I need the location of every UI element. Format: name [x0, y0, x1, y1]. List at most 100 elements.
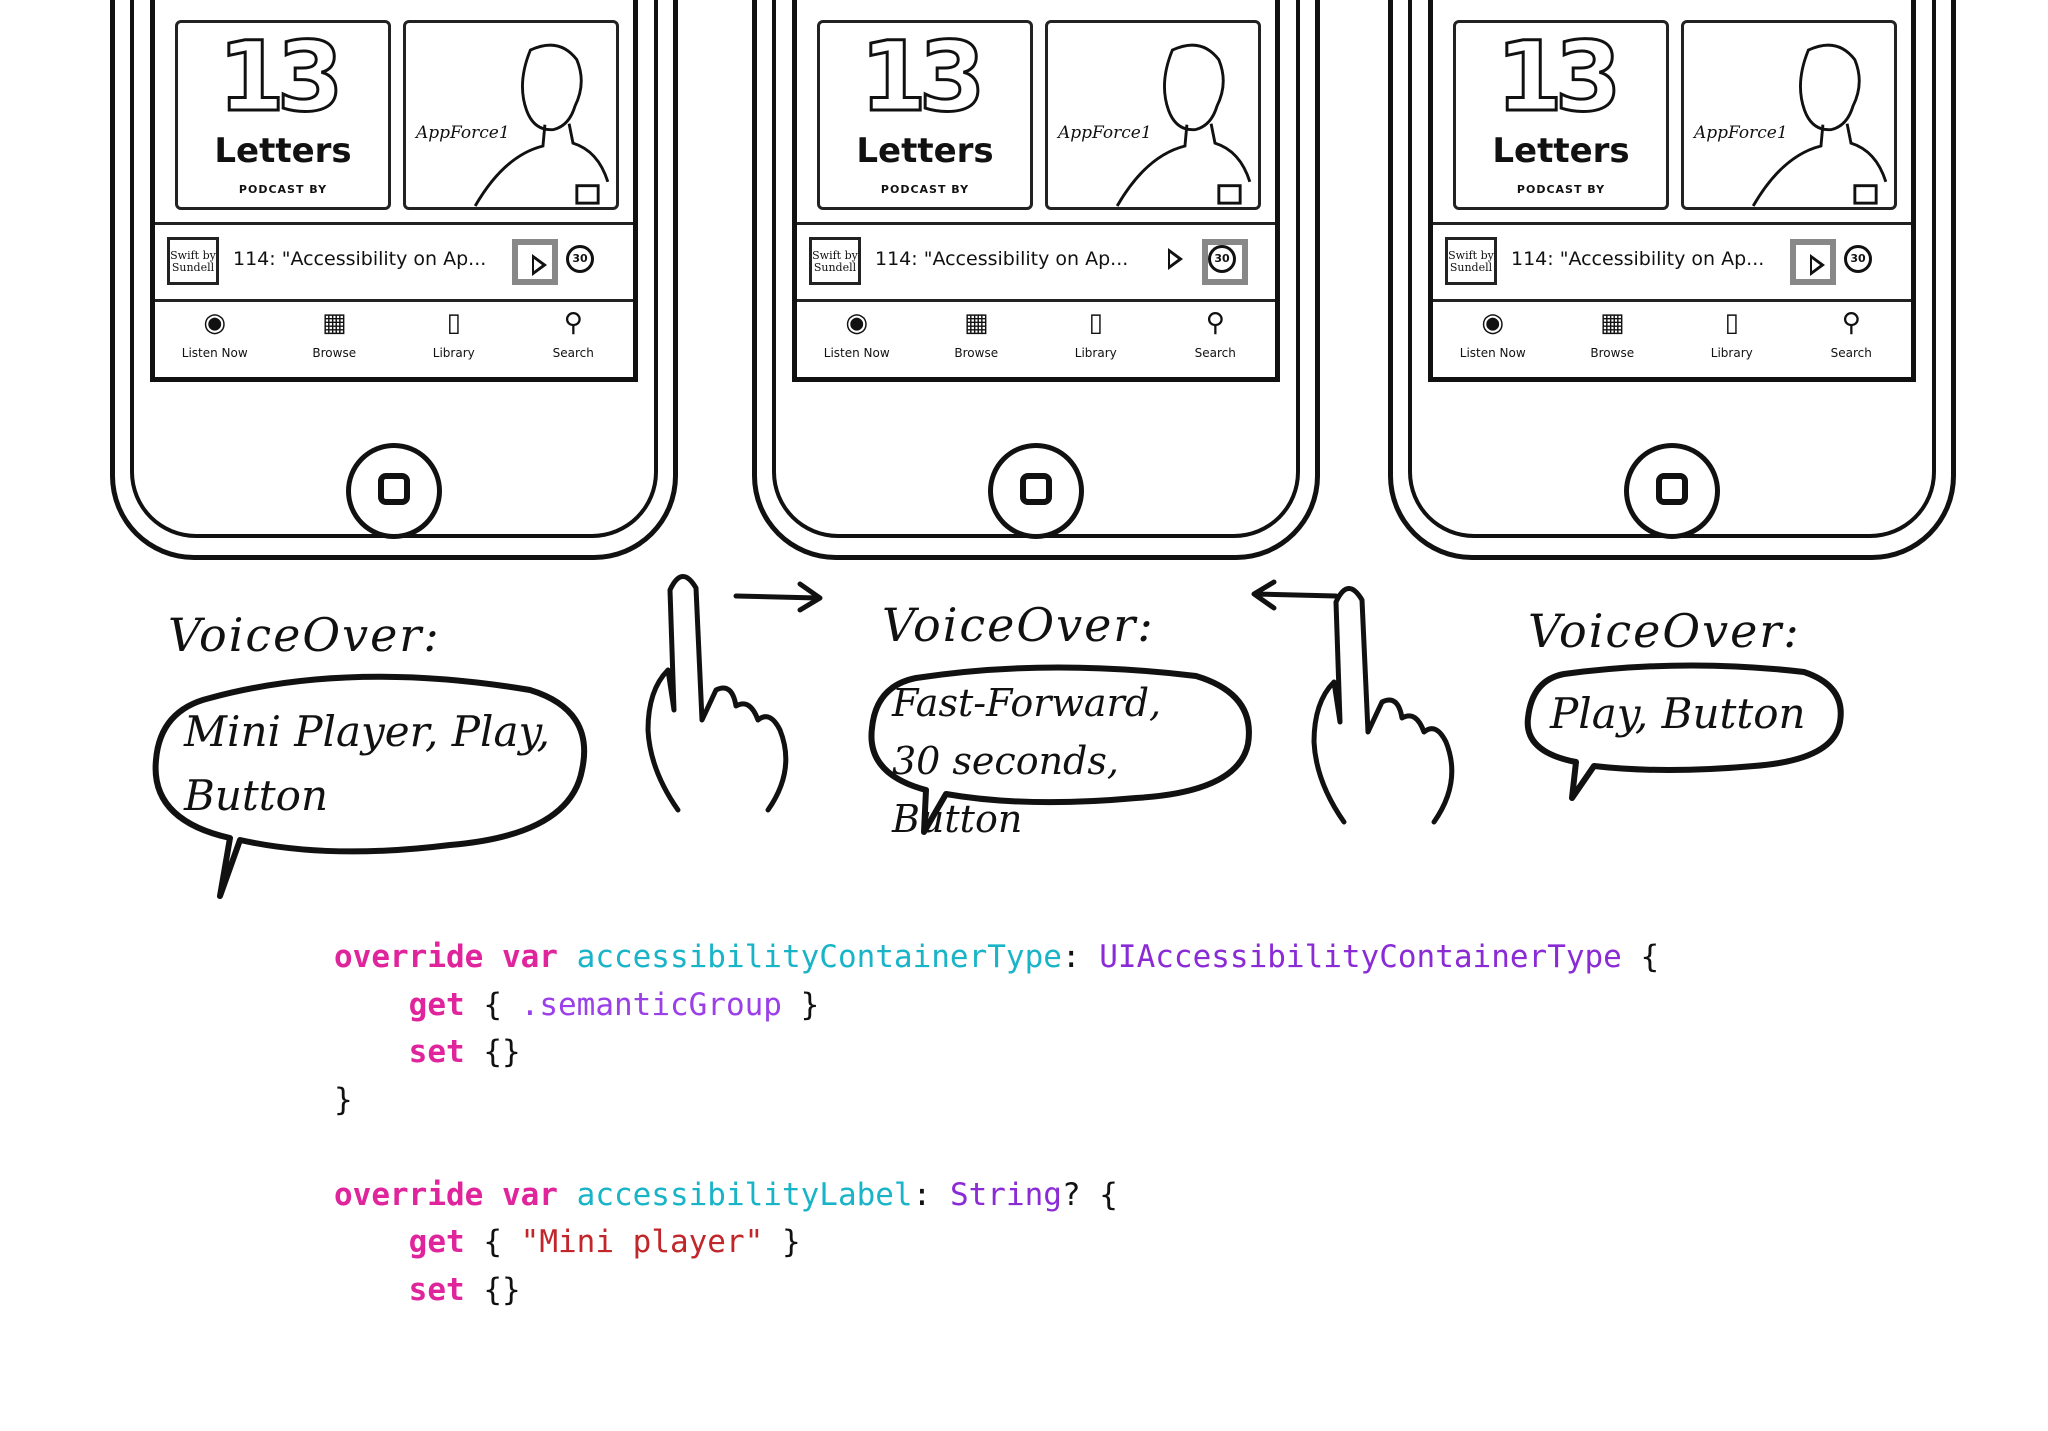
cover-appforce1[interactable]: AppForce1 [1045, 20, 1261, 210]
arrow-right-icon [733, 581, 823, 613]
cover-13-letters[interactable]: 13 Letters PODCAST BY [175, 20, 391, 210]
pointing-hand-icon [645, 574, 789, 813]
code-line: } [334, 1081, 353, 1118]
arrow-left-icon [1251, 579, 1339, 611]
host-portrait-icon [1115, 43, 1252, 207]
fast-forward-button[interactable]: 30 [560, 239, 606, 285]
tab-library[interactable]: ▯Library [1074, 308, 1117, 360]
tab-library[interactable]: ▯Library [1710, 308, 1753, 360]
fast-forward-button[interactable]: 30 [1838, 239, 1884, 285]
mini-player[interactable]: Swift by Sundell 114: "Accessibility on … [1433, 222, 1911, 302]
search-icon: ⚲ [563, 308, 583, 338]
tab-bar: ◉Listen Now ▦Browse ▯Library ⚲Search [155, 302, 633, 370]
code-line: get { .semanticGroup } [408, 986, 820, 1023]
cover-appforce1[interactable]: AppForce1 [1681, 20, 1897, 210]
speech-bubble-outline [152, 673, 588, 899]
cover-13-letters[interactable]: 13 Letters PODCAST BY [817, 20, 1033, 210]
play-button[interactable] [512, 239, 558, 285]
show-brand: AppForce1 [416, 123, 510, 143]
code-line: get { "Mini player" } [408, 1224, 801, 1260]
cover-number: 13 [1495, 21, 1624, 133]
tab-listen-now[interactable]: ◉Listen Now [1459, 308, 1526, 360]
cover-byline: PODCAST BY [1516, 183, 1606, 196]
cover-title: Letters [856, 131, 994, 171]
podcast-tiles: 13 Letters PODCAST BY AppForce1 [817, 20, 1261, 210]
play-button[interactable] [1790, 239, 1836, 285]
cover-title: Letters [1492, 131, 1630, 171]
voiceover-label-3: VoiceOver: [1528, 604, 1801, 658]
cover-number: 13 [859, 21, 988, 133]
library-icon: ▯ [1724, 308, 1739, 338]
speech-bubble-outline [868, 664, 1252, 835]
voiceover-label-1: VoiceOver: [168, 608, 441, 662]
home-button[interactable] [1624, 443, 1720, 539]
mini-player[interactable]: Swift by Sundell 114: "Accessibility on … [155, 222, 633, 302]
speech-bubble-3: Play, Button [1524, 662, 1846, 802]
speech-line: 30 seconds, Button [892, 739, 1119, 841]
speech-bubble-1: Mini Player, Play, Button [150, 670, 590, 900]
fast-forward-30-icon: 30 [1844, 245, 1872, 273]
tab-browse[interactable]: ▦Browse [954, 308, 999, 360]
mini-player[interactable]: Swift by Sundell 114: "Accessibility on … [797, 222, 1275, 302]
code-line: override var accessibilityLabel: String?… [334, 1176, 1118, 1213]
play-circle-icon: ◉ [203, 308, 227, 338]
play-icon [1810, 254, 1825, 276]
tab-listen-now[interactable]: ◉Listen Now [181, 308, 248, 360]
home-button[interactable] [346, 443, 442, 539]
search-icon: ⚲ [1841, 308, 1861, 338]
phone-mockup-2: 13 Letters PODCAST BY AppForce1 Swift by… [752, 0, 1320, 560]
code-line: set {} [408, 1034, 521, 1070]
tab-library[interactable]: ▯Library [432, 308, 475, 360]
tab-bar: ◉Listen Now ▦Browse ▯Library ⚲Search [797, 302, 1275, 370]
cover-number: 13 [217, 21, 346, 133]
show-brand: AppForce1 [1058, 123, 1152, 143]
tab-listen-now[interactable]: ◉Listen Now [823, 308, 890, 360]
cover-appforce1[interactable]: AppForce1 [403, 20, 619, 210]
speech-line: Mini Player, Play, [184, 707, 550, 756]
voiceover-label-2: VoiceOver: [882, 598, 1155, 652]
swipe-left-gesture [1251, 579, 1506, 836]
grid-icon: ▦ [321, 308, 347, 338]
fast-forward-30-icon: 30 [566, 245, 594, 273]
swipe-right-gesture [640, 570, 840, 824]
mini-player-episode-title: 114: "Accessibility on Ap... [875, 248, 1129, 270]
phone-screen: 13 Letters PODCAST BY AppForce1 Swift by… [150, 0, 638, 382]
speech-bubble-2: Fast-Forward, 30 seconds, Button [866, 664, 1256, 841]
podcast-tiles: 13 Letters PODCAST BY AppForce1 [1453, 20, 1897, 210]
play-icon [532, 254, 547, 276]
grid-icon: ▦ [963, 308, 989, 338]
cover-byline: PODCAST BY [880, 183, 970, 196]
tab-search[interactable]: ⚲Search [552, 308, 594, 360]
tab-search[interactable]: ⚲Search [1194, 308, 1236, 360]
fast-forward-button[interactable]: 30 [1202, 239, 1248, 285]
host-portrait-icon [1751, 43, 1888, 207]
host-portrait-icon [473, 43, 610, 207]
cover-title: Letters [214, 131, 352, 171]
cover-13-letters[interactable]: 13 Letters PODCAST BY [1453, 20, 1669, 210]
play-icon [1168, 248, 1183, 270]
mini-player-artwork: Swift by Sundell [809, 237, 861, 285]
tab-browse[interactable]: ▦Browse [1590, 308, 1635, 360]
tab-browse[interactable]: ▦Browse [312, 308, 357, 360]
phone-screen: 13 Letters PODCAST BY AppForce1 Swift by… [792, 0, 1280, 382]
code-line: override var accessibilityContainerType:… [334, 939, 1660, 975]
phone-mockup-1: 13 Letters PODCAST BY AppForce1 Swift by… [110, 0, 678, 560]
mini-player-episode-title: 114: "Accessibility on Ap... [233, 248, 487, 270]
speech-line: Button [184, 771, 329, 820]
pointing-hand-icon [1311, 586, 1455, 825]
speech-line: Fast-Forward, [892, 681, 1162, 725]
podcast-tiles: 13 Letters PODCAST BY AppForce1 [175, 20, 619, 210]
home-button[interactable] [988, 443, 1084, 539]
show-brand: AppForce1 [1694, 123, 1788, 143]
speech-bubble-outline [1524, 662, 1844, 801]
code-line: set {} [408, 1271, 521, 1308]
play-button[interactable] [1154, 239, 1200, 285]
phone-mockup-3: 13 Letters PODCAST BY AppForce1 Swift by… [1388, 0, 1956, 560]
mini-player-artwork: Swift by Sundell [167, 237, 219, 285]
tab-search[interactable]: ⚲Search [1830, 308, 1872, 360]
mini-player-artwork: Swift by Sundell [1445, 237, 1497, 285]
phone-screen: 13 Letters PODCAST BY AppForce1 Swift by… [1428, 0, 1916, 382]
play-circle-icon: ◉ [845, 308, 869, 338]
play-circle-icon: ◉ [1481, 308, 1505, 338]
